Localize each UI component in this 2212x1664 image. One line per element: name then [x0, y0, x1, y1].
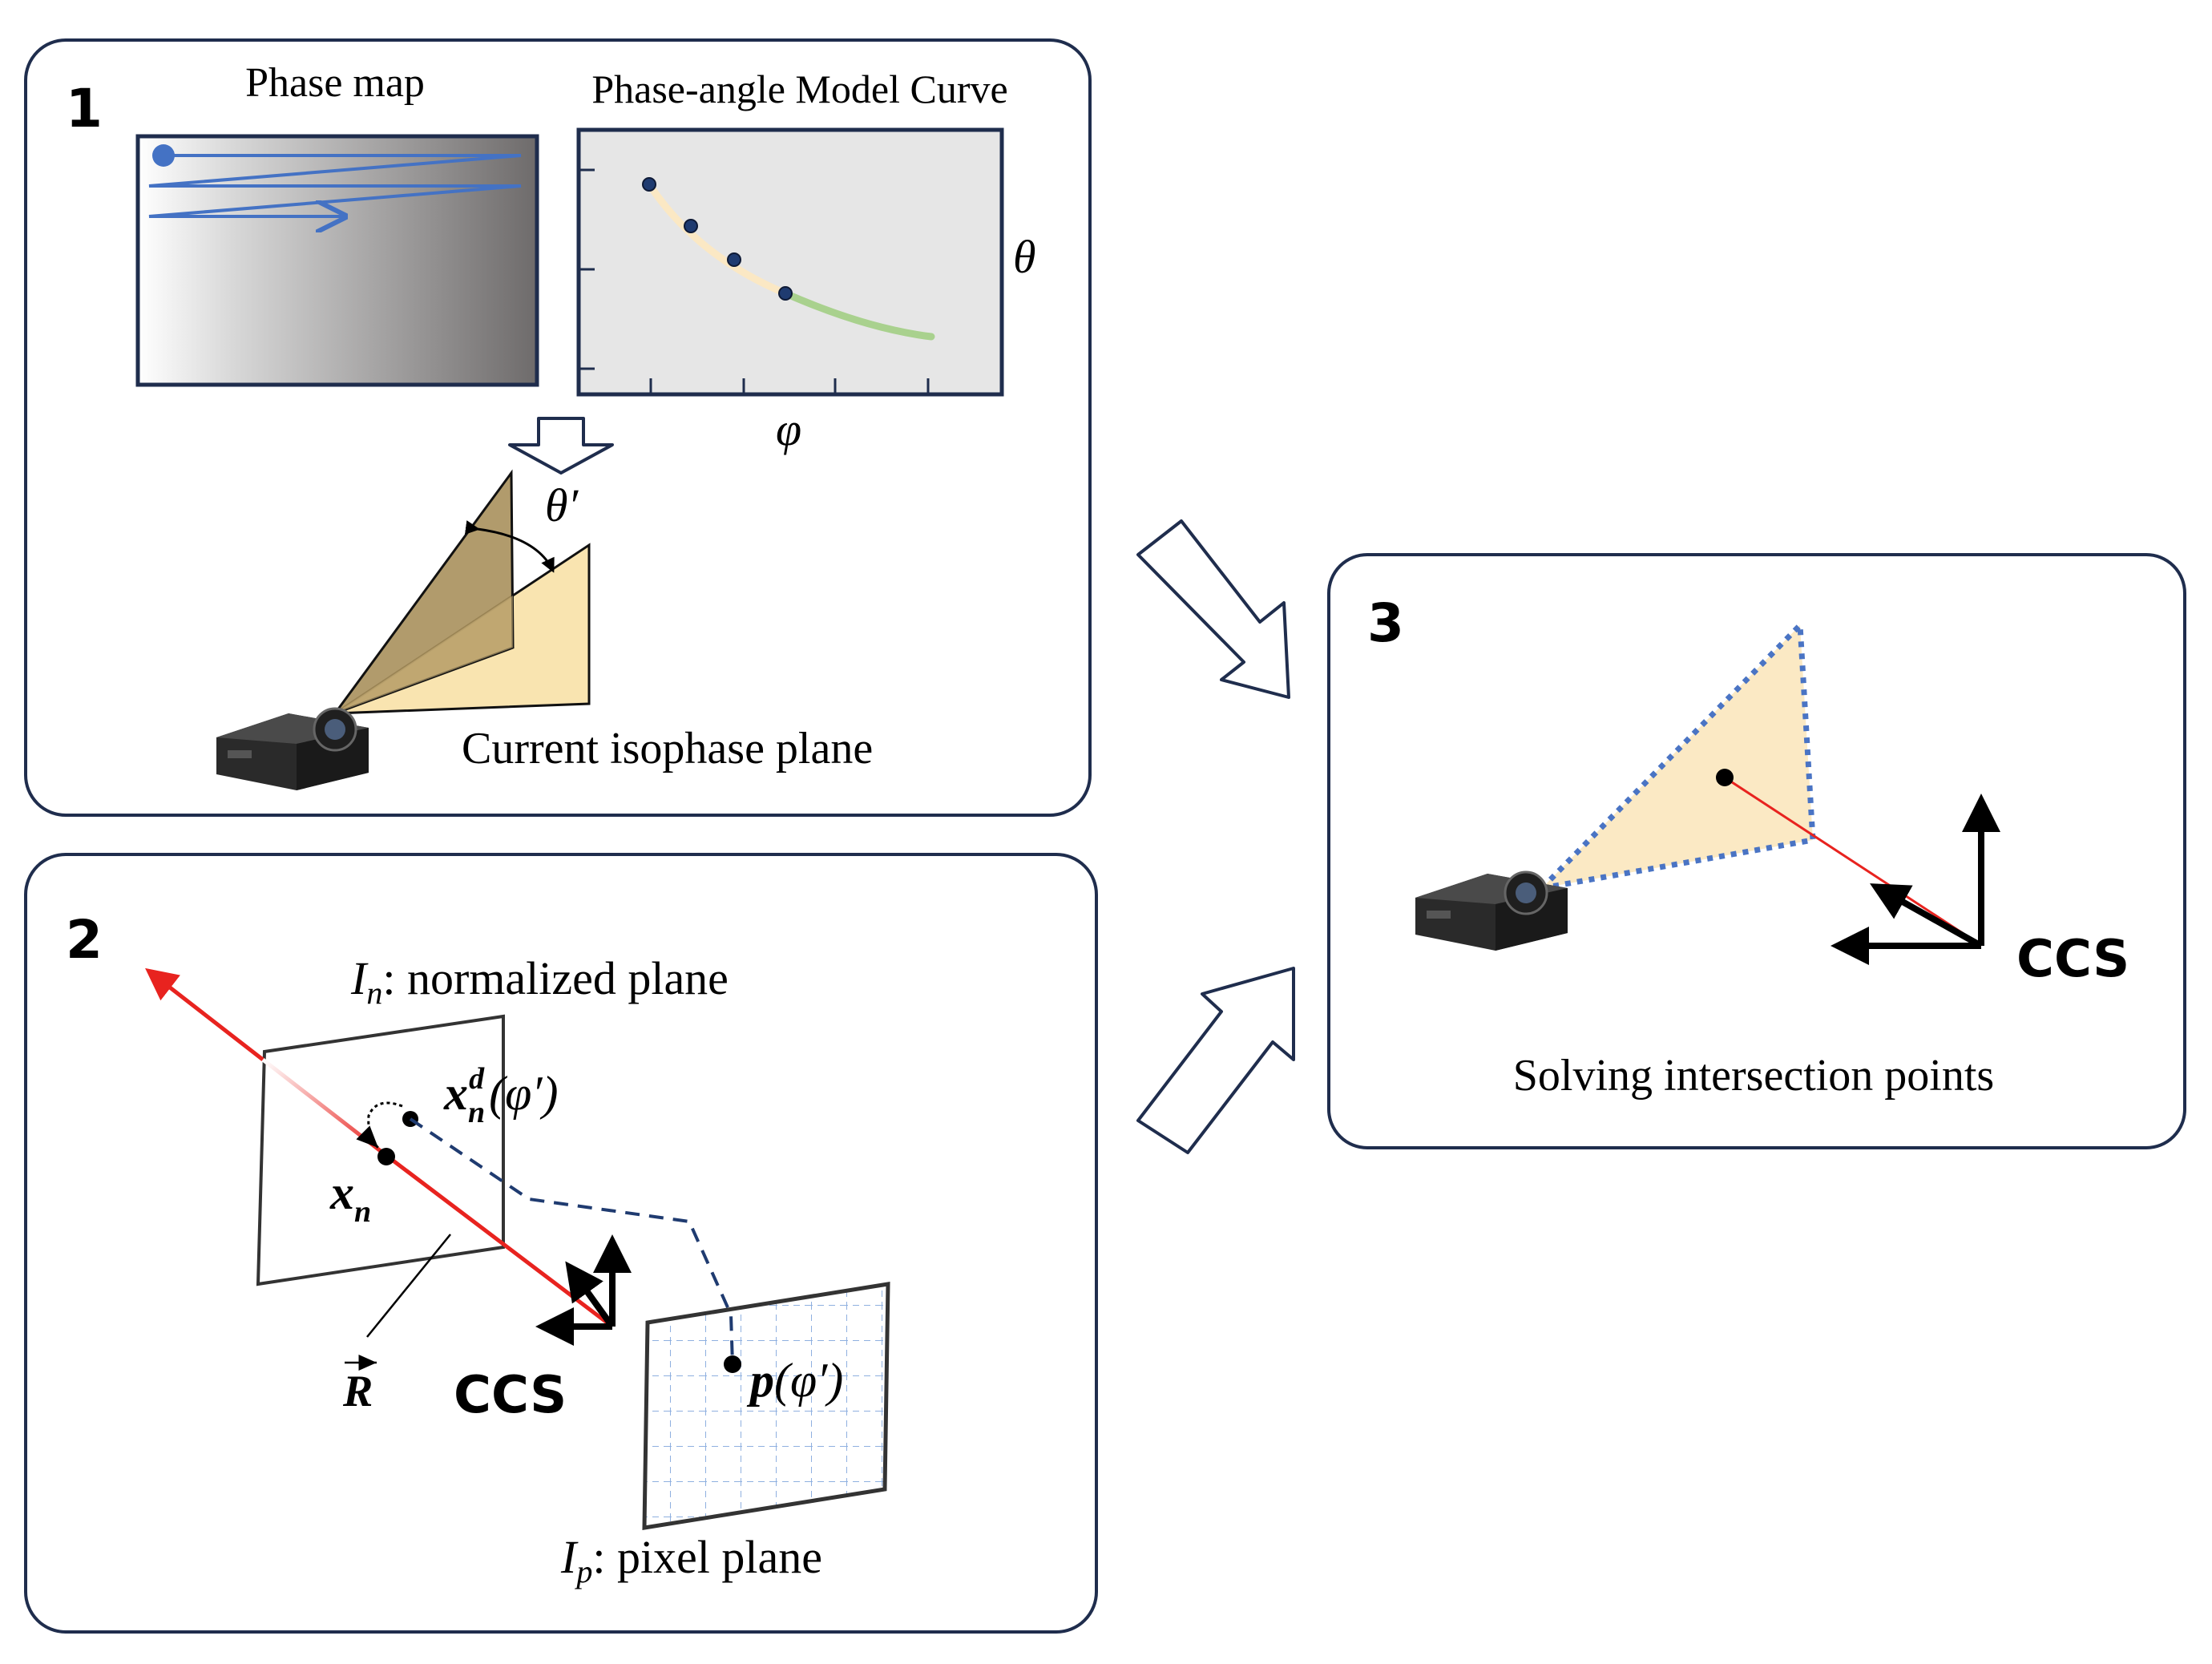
panel-1-number: 1 — [66, 78, 103, 139]
model-curve-plot — [576, 127, 1004, 397]
panel-1: 1 Phase map Phase-angle Model Curve — [24, 38, 1092, 817]
axis-phi-label: φ — [776, 403, 801, 455]
ccs-label-3: CCS — [2016, 930, 2129, 989]
ccs-label-2: CCS — [454, 1366, 567, 1425]
projector-icon — [1415, 870, 1568, 951]
isophase-plane-overlap — [335, 596, 513, 713]
hollow-arrow-icon — [508, 417, 614, 475]
hollow-arrow-icon — [1136, 967, 1295, 1154]
pixel-point-label: p(φ′) — [746, 1354, 843, 1407]
axis-theta-label: θ — [1013, 231, 1036, 283]
xnd-label: xnd(φ′) — [443, 1062, 558, 1129]
pixel-plane — [642, 1282, 890, 1530]
isophase-plane-solve — [1533, 618, 1816, 893]
curve-point — [642, 177, 656, 192]
phase-scan-path — [148, 144, 522, 216]
pixel-point — [724, 1355, 741, 1373]
curve-point — [727, 252, 741, 267]
model-curve-title: Phase-angle Model Curve — [591, 67, 1007, 111]
curve-point — [778, 286, 793, 301]
model-curve-extrapolated — [781, 289, 935, 341]
normalized-plane-label: In: normalized plane — [350, 952, 729, 1011]
model-curve-ticks — [579, 168, 930, 394]
model-curve-known — [645, 180, 789, 297]
xn-label: xn — [329, 1166, 371, 1229]
pixel-plane-label: Ip: pixel plane — [560, 1531, 822, 1589]
theta-prime-arc — [464, 520, 555, 573]
ray-leader-line — [366, 1234, 451, 1338]
theta-prime-label: θ′ — [545, 479, 579, 531]
camera-frame-3 — [1831, 794, 2000, 965]
ray-label: R — [342, 1367, 373, 1416]
undistorted-point — [377, 1148, 395, 1165]
phase-map — [135, 134, 539, 387]
camera-frame-2 — [535, 1234, 632, 1346]
solve-caption: Solving intersection points — [1513, 1051, 1994, 1101]
projector-icon — [216, 707, 369, 790]
panel-2-number: 2 — [66, 909, 103, 971]
panel-3-number: 3 — [1367, 592, 1404, 654]
phase-map-title: Phase map — [245, 60, 425, 106]
panel-2: 2 In: normalized plane xnd(φ′) xn R — [24, 853, 1098, 1634]
model-curve-points — [642, 177, 793, 301]
intersection-ray — [1724, 776, 1980, 946]
curve-point — [684, 219, 698, 233]
ray-outer — [145, 967, 264, 1061]
isophase-caption: Current isophase plane — [462, 724, 873, 773]
hollow-arrow-icon — [1136, 519, 1290, 699]
panel-3: 3 CCS Solving intersection points — [1327, 553, 2186, 1149]
distortion-arc — [356, 1101, 403, 1149]
intersection-point — [1716, 769, 1734, 786]
